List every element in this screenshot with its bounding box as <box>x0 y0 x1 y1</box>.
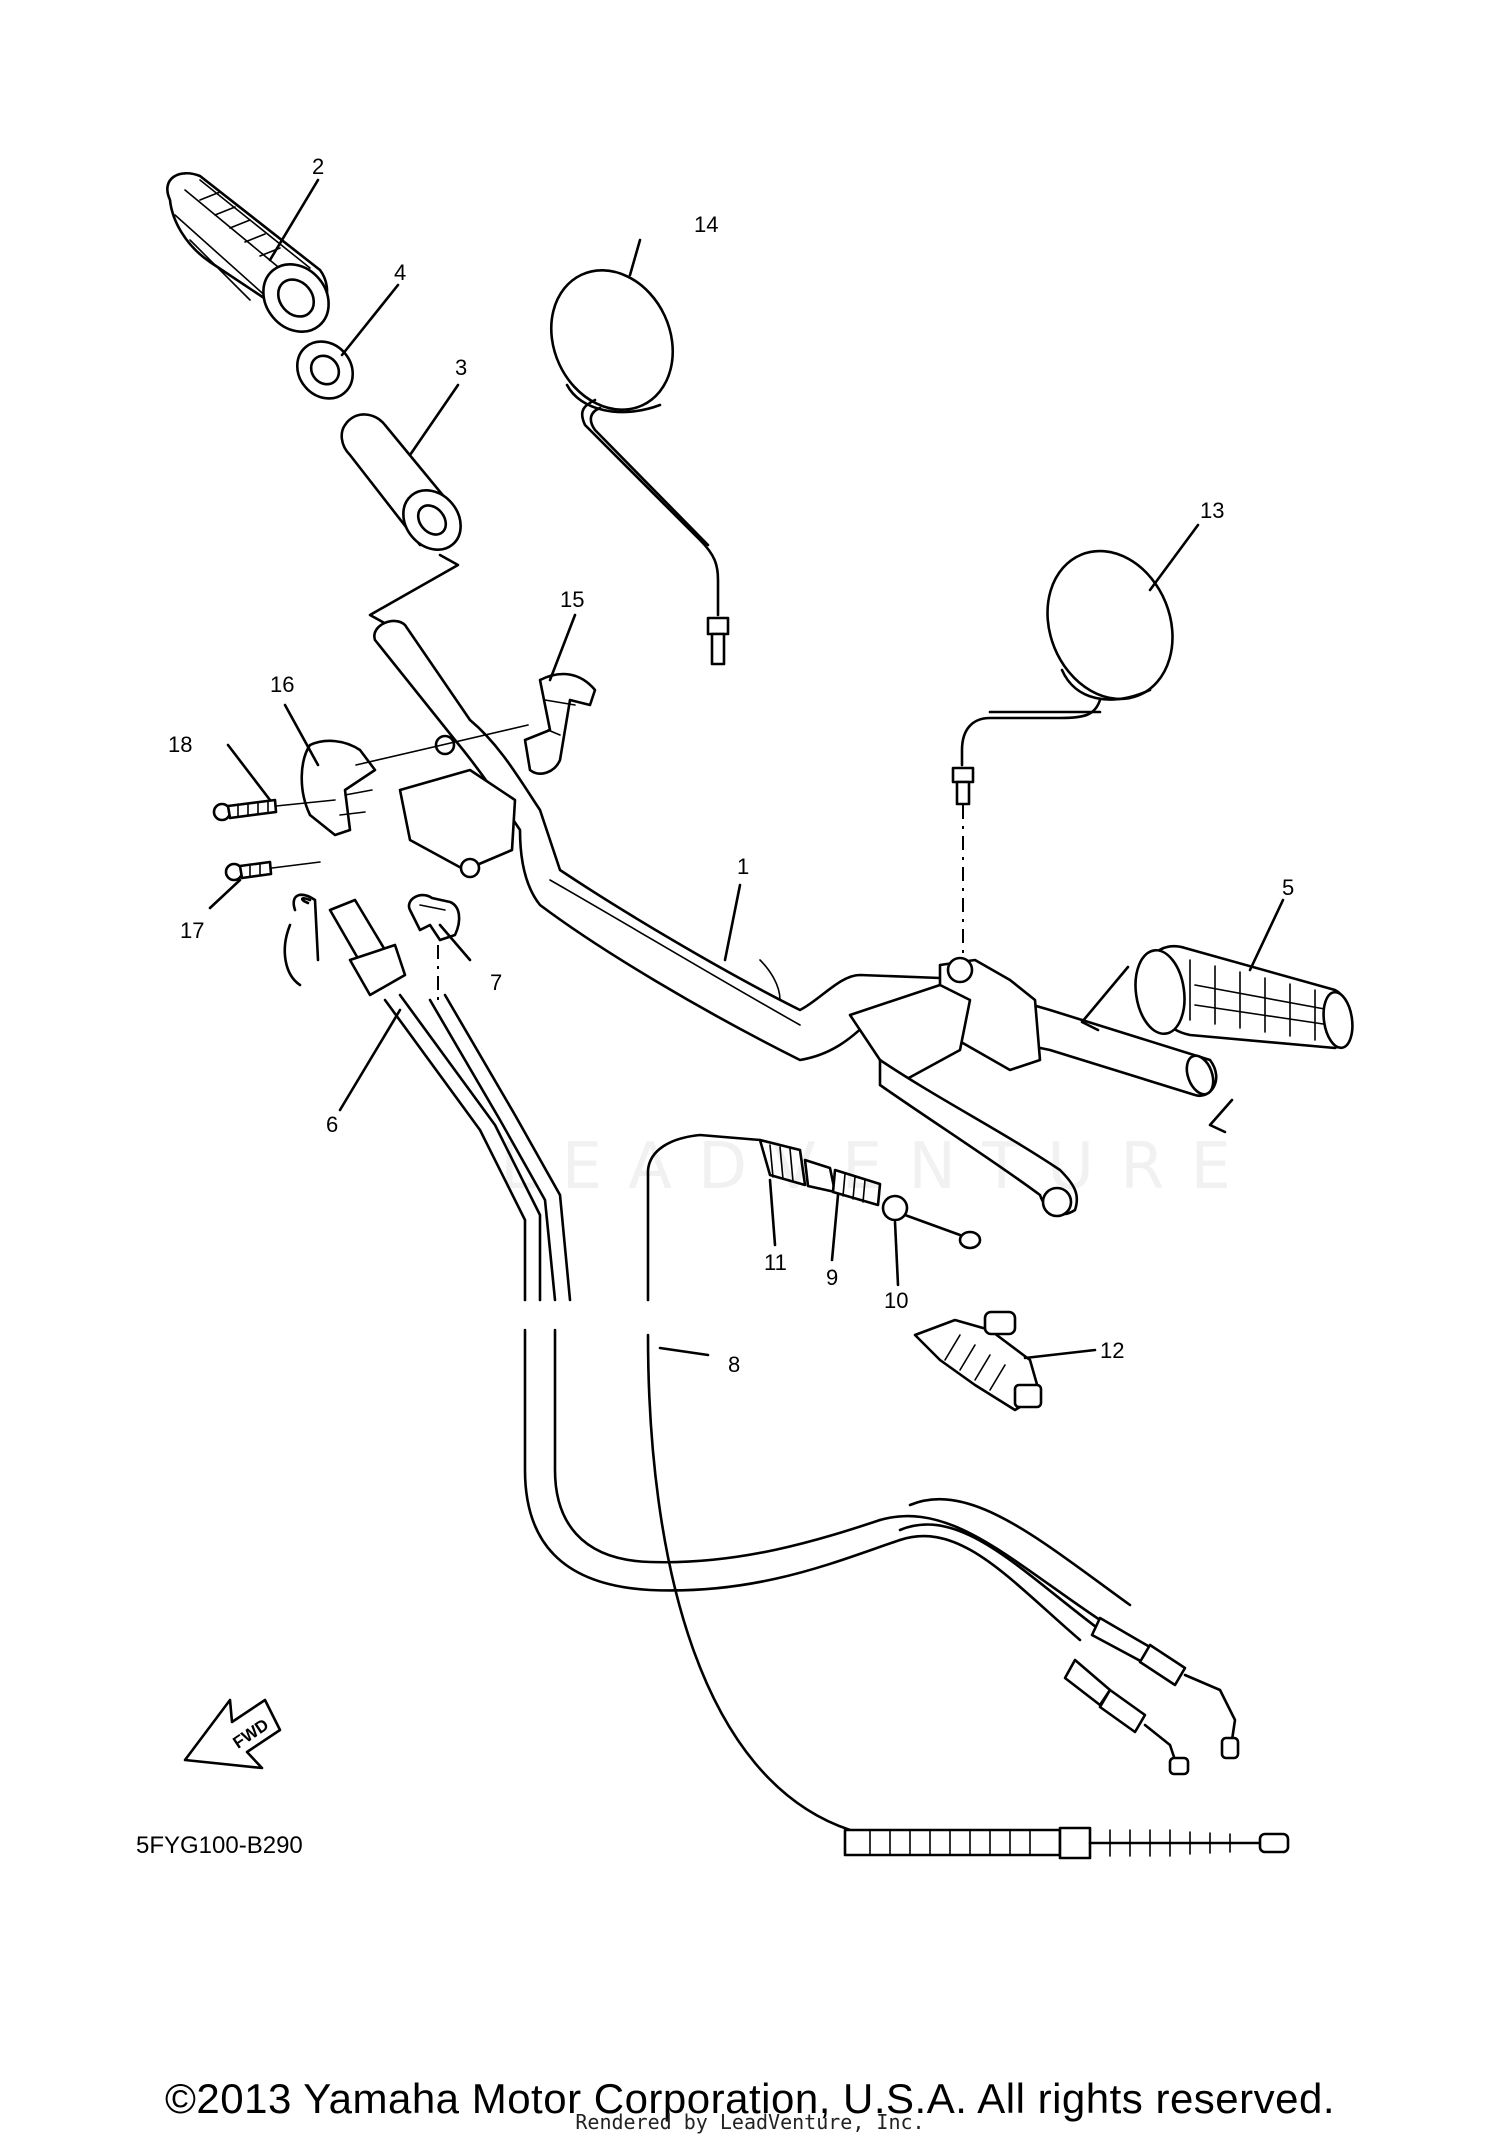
watermark: LEADVENTURE <box>500 1130 1257 1204</box>
grip-fit-bracket <box>1080 965 1234 1134</box>
callout-6: 6 <box>326 1112 338 1137</box>
throttle-cable-assy[interactable] <box>283 893 1240 1776</box>
callout-10: 10 <box>884 1288 908 1313</box>
callout-9: 9 <box>826 1265 838 1290</box>
copyright-notice: ©2013 Yamaha Motor Corporation, U.S.A. A… <box>164 2075 1336 2122</box>
callout-16: 16 <box>270 672 294 697</box>
right-grip[interactable] <box>1130 945 1355 1050</box>
callout-12: 12 <box>1100 1338 1124 1363</box>
callout-17: 17 <box>180 918 204 943</box>
rendered-by-notice: Rendered by LeadVenture, Inc. <box>575 2110 925 2134</box>
housing-fit-line <box>355 724 529 766</box>
callout-3: 3 <box>455 355 467 380</box>
callout-14: 14 <box>694 212 718 237</box>
mirror-right[interactable] <box>951 532 1194 806</box>
cable-adjuster[interactable] <box>758 1138 982 1250</box>
screw-long[interactable] <box>212 798 278 822</box>
grip-washer[interactable] <box>286 330 364 409</box>
switch-lower-half[interactable] <box>523 672 597 775</box>
switch-housing[interactable] <box>398 734 517 879</box>
callout-18: 18 <box>168 732 192 757</box>
clutch-cable[interactable] <box>646 1133 1290 1860</box>
screw-fit-lines <box>271 799 336 869</box>
callout-labels: 1 2 3 4 5 6 7 8 9 10 11 12 13 14 15 16 1… <box>168 154 1294 1377</box>
handlebar[interactable] <box>373 619 1218 1098</box>
mirror-left[interactable] <box>529 250 730 666</box>
callout-15: 15 <box>560 587 584 612</box>
leader-lines <box>208 178 1285 1360</box>
throttle-tube[interactable] <box>340 413 473 561</box>
callout-7: 7 <box>490 970 502 995</box>
diagram-code: 5FYG100-B290 <box>136 1832 303 1859</box>
cable-boot[interactable] <box>913 1310 1043 1412</box>
assembly-bracket-line <box>368 553 460 627</box>
callout-5: 5 <box>1282 875 1294 900</box>
fwd-arrow-icon: FWD <box>183 1698 282 1770</box>
callout-13: 13 <box>1200 498 1224 523</box>
clutch-lever-assy[interactable] <box>848 956 1079 1218</box>
callout-1: 1 <box>737 854 749 879</box>
callout-2: 2 <box>312 154 324 179</box>
cable-clamp[interactable] <box>407 893 461 942</box>
callout-11: 11 <box>764 1250 787 1275</box>
left-grip[interactable] <box>166 171 342 345</box>
callout-4: 4 <box>394 260 406 285</box>
callout-8: 8 <box>728 1352 740 1377</box>
screw-short[interactable] <box>224 860 273 882</box>
